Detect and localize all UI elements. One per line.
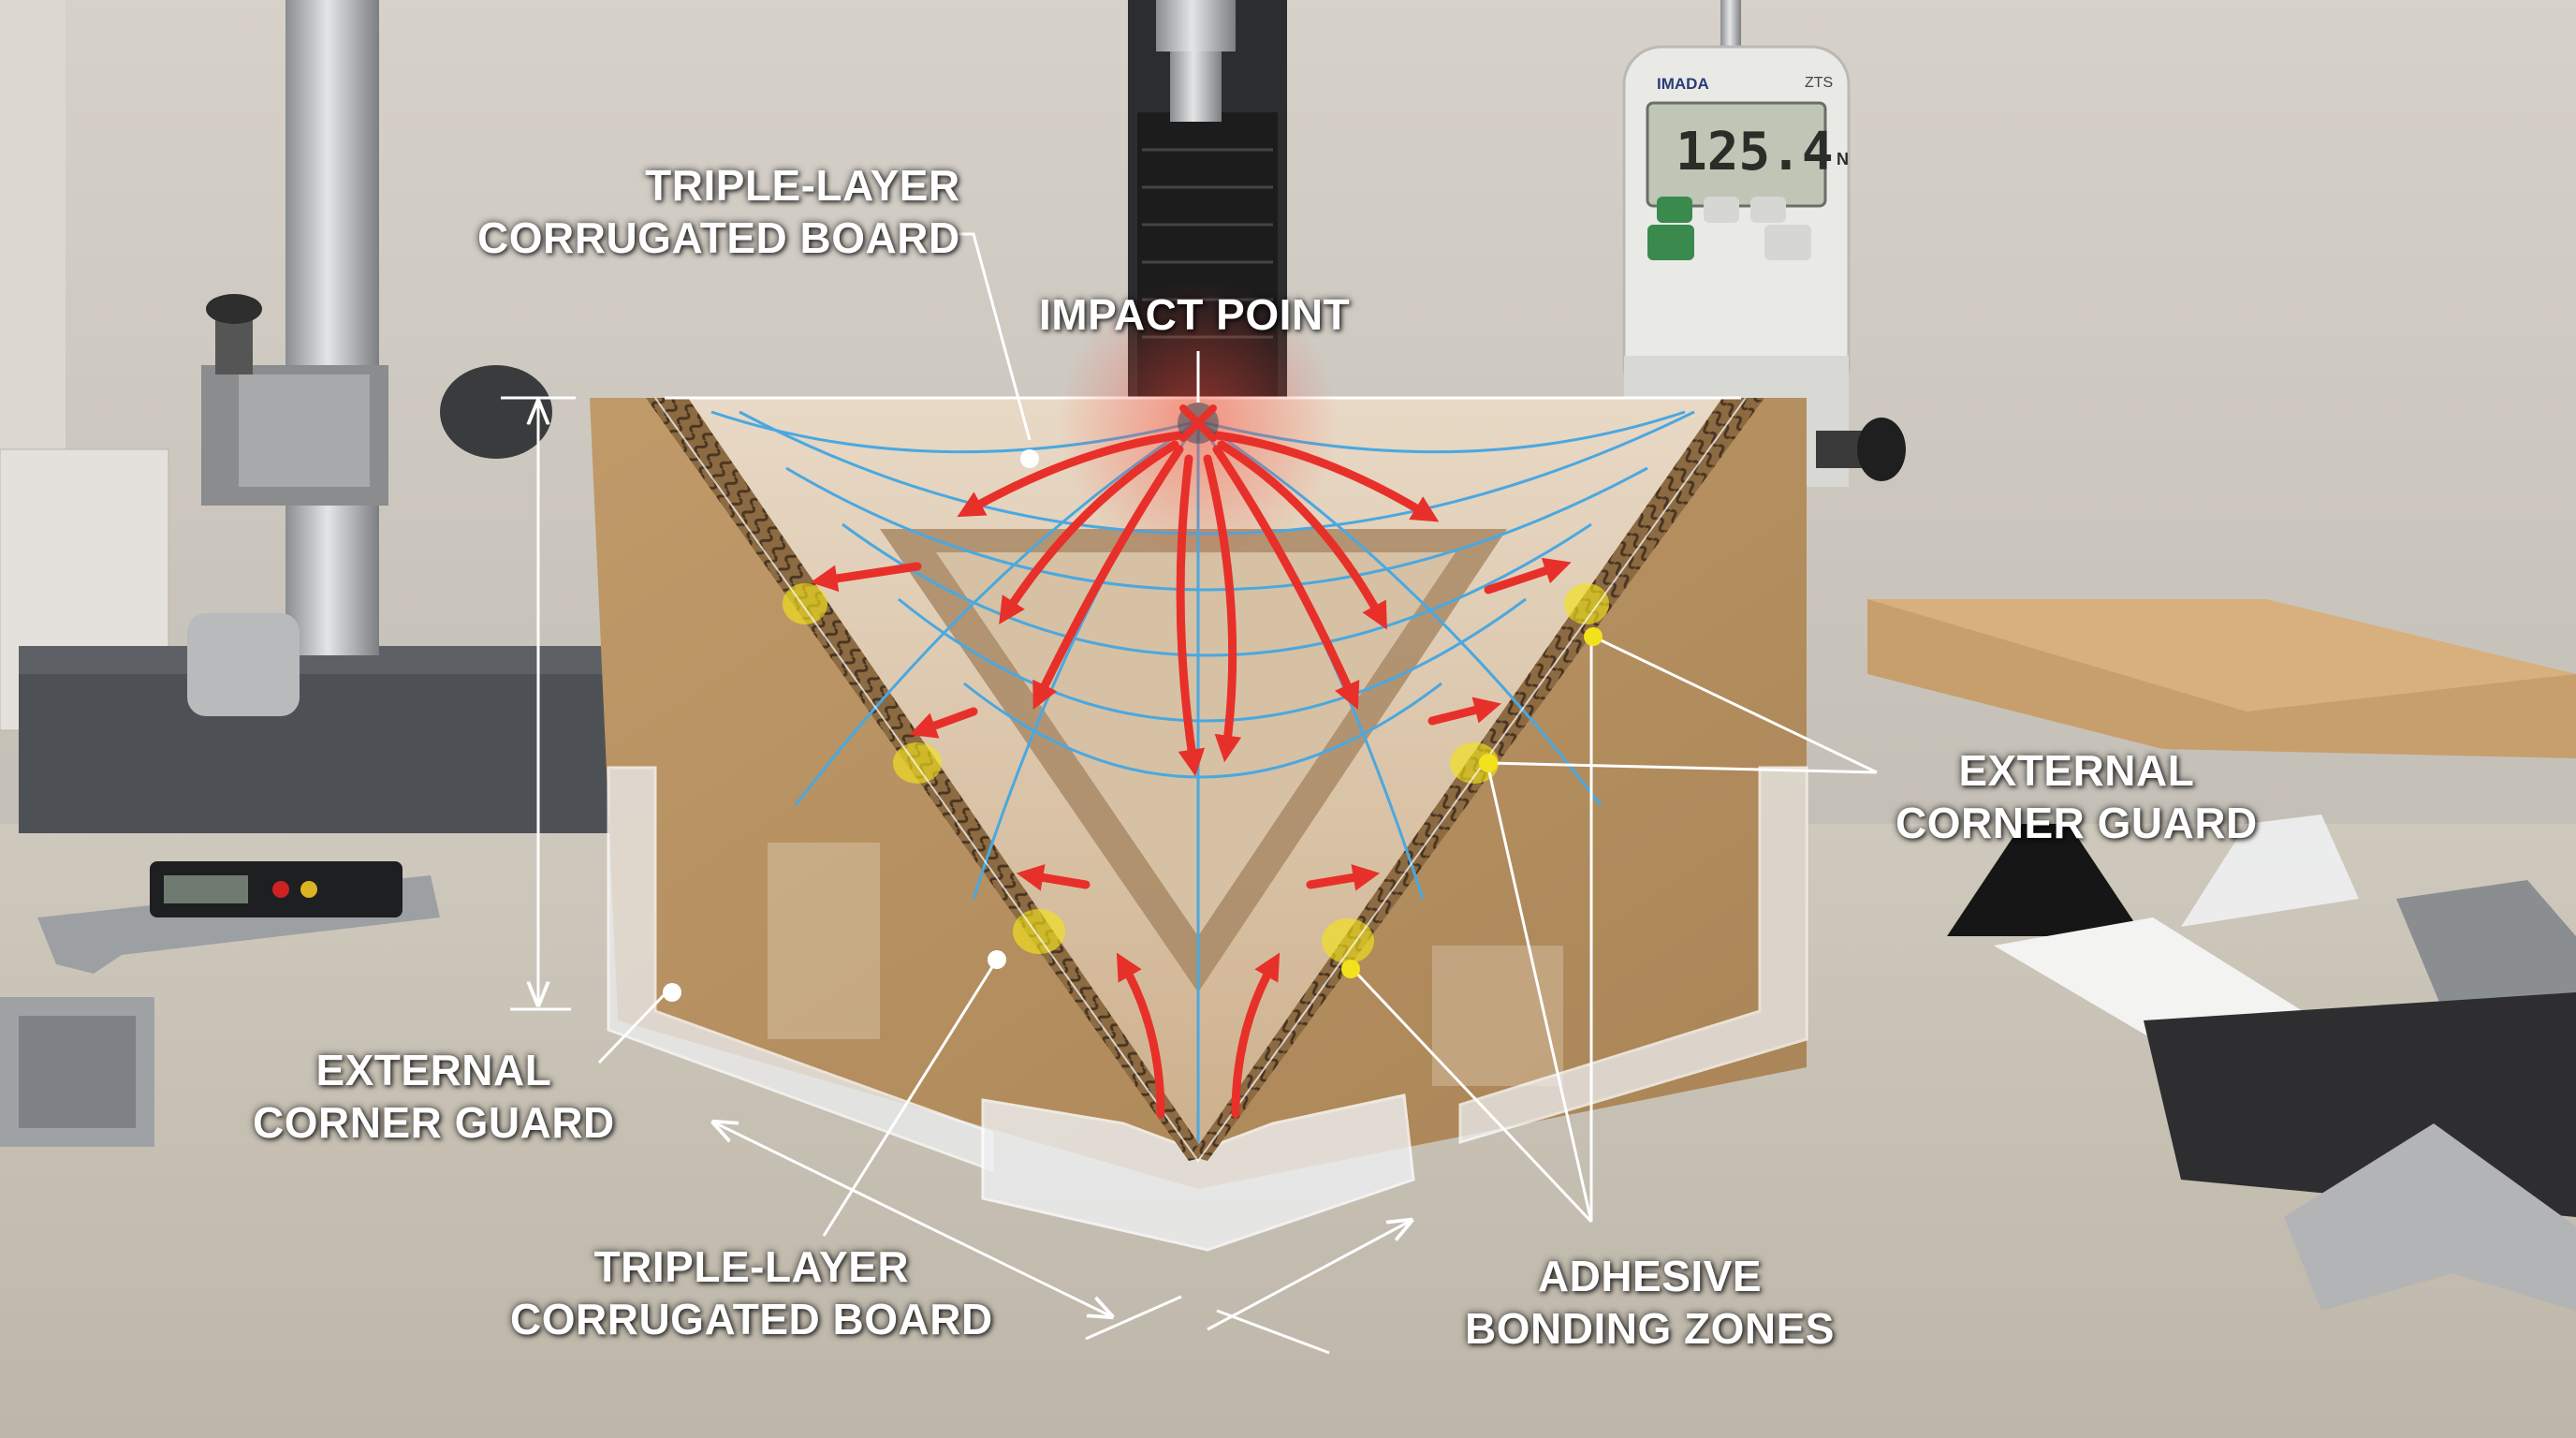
label-line: CORNER GUARD: [253, 1098, 615, 1147]
label-line: TRIPLE-LAYER: [593, 1242, 910, 1291]
label-line: TRIPLE-LAYER: [645, 161, 960, 210]
adhesive-zones: [783, 583, 1609, 963]
adhesive-zone: [1322, 918, 1374, 963]
stress-arrow: [1306, 864, 1381, 891]
label-line: CORRUGATED BOARD: [510, 1295, 993, 1343]
adhesive-zone: [1013, 909, 1065, 954]
clear-corner-guard-right: [1458, 766, 1808, 1145]
stress-arrow: [1032, 445, 1184, 710]
right-guard-leader-2: [1487, 761, 1878, 774]
top-board-leader: [950, 232, 1032, 441]
adhesive-zone: [783, 583, 827, 624]
label-line: EXTERNAL: [1958, 746, 2195, 795]
stress-arrow: [1484, 557, 1572, 594]
label-line: CORRUGATED BOARD: [477, 213, 960, 262]
label-line: EXTERNAL: [315, 1046, 552, 1094]
label-adhesive-bonding-zones: ADHESIVE BONDING ZONES: [1465, 1250, 1835, 1355]
adhesive-leader-2: [1486, 767, 1593, 1223]
width-tick-2: [1216, 1309, 1330, 1355]
cardboard-tray: [1867, 599, 2576, 758]
stress-arrows: [810, 431, 1572, 1119]
digital-caliper: [37, 861, 440, 974]
left-guard-leader: [597, 990, 668, 1064]
gauge-model: ZTS: [1805, 75, 1834, 91]
annotation-dots: [663, 449, 1603, 1002]
stress-arrow: [1217, 440, 1387, 630]
cutaway-outline-inner: [654, 397, 1747, 1163]
label-top-corrugated-board: TRIPLE-LAYER CORRUGATED BOARD: [477, 159, 960, 264]
label-bottom-corrugated-board: TRIPLE-LAYER CORRUGATED BOARD: [510, 1240, 993, 1345]
stress-arrow: [1212, 431, 1440, 522]
adhesive-dot: [1341, 960, 1360, 978]
stress-arrow: [1016, 864, 1090, 891]
stress-arrow: [810, 562, 922, 593]
knob-right: [1816, 418, 1906, 481]
stress-arrow: [909, 707, 978, 739]
stress-arrow: [1176, 454, 1206, 777]
gauge-brand: IMADA: [1657, 75, 1709, 93]
stress-arrow: [999, 440, 1179, 625]
gauge-unit: N: [1837, 150, 1849, 169]
label-line: CORNER GUARD: [1895, 799, 2258, 847]
stress-arrow: [957, 431, 1184, 518]
annotation-dot: [988, 950, 1006, 969]
adhesive-zone: [1564, 583, 1609, 624]
width-dimension-left: [716, 1123, 1109, 1315]
impact-point-marker: [1178, 403, 1219, 444]
force-gauge: [1622, 0, 1851, 487]
test-stand-left: [0, 0, 637, 1147]
stress-arrow: [1203, 454, 1242, 763]
stress-arrow: [1116, 952, 1165, 1119]
label-external-corner-guard-left: EXTERNAL CORNER GUARD: [253, 1044, 615, 1149]
stress-arrow: [1427, 697, 1501, 726]
annotation-dot: [663, 983, 681, 1002]
adhesive-leader-3: [1351, 967, 1593, 1224]
annotation-lines: [501, 232, 1878, 1355]
label-external-corner-guard-right: EXTERNAL CORNER GUARD: [1895, 744, 2258, 849]
sample-guards-right: [1947, 814, 2576, 1311]
gauge-reading: 125.4: [1676, 122, 1834, 183]
adhesive-zone: [893, 742, 942, 784]
width-dimension-right: [1207, 1222, 1409, 1331]
right-guard-leader-1: [1592, 635, 1878, 774]
label-line: ADHESIVE: [1537, 1252, 1763, 1300]
adhesive-zone: [1450, 742, 1499, 784]
adhesive-dot: [1479, 754, 1498, 772]
label-line: BONDING ZONES: [1465, 1304, 1835, 1353]
annotation-dot: [1020, 449, 1039, 468]
stress-arrow: [1212, 445, 1360, 711]
label-impact-point: IMPACT POINT: [1039, 290, 1351, 339]
width-tick-1: [1085, 1295, 1182, 1341]
stress-arrow: [1231, 952, 1281, 1119]
adhesive-dot: [1584, 627, 1603, 646]
